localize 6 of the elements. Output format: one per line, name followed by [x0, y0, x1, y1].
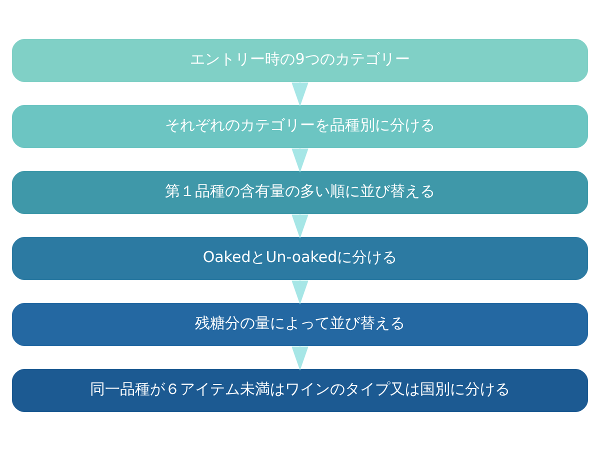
node-box: 第１品種の含有量の多い順に並び替える: [12, 170, 588, 214]
node-box: 同一品種が６アイテム未満はワインのタイプ又は国別に分ける: [12, 368, 588, 412]
node-box: それぞれのカテゴリーを品種別に分ける: [12, 104, 588, 148]
node-box: 残糖分の量によって並び替える: [12, 302, 588, 346]
node-box: OakedとUn-oakedに分ける: [12, 236, 588, 280]
node-box: エントリー時の9つのカテゴリー: [12, 38, 588, 82]
